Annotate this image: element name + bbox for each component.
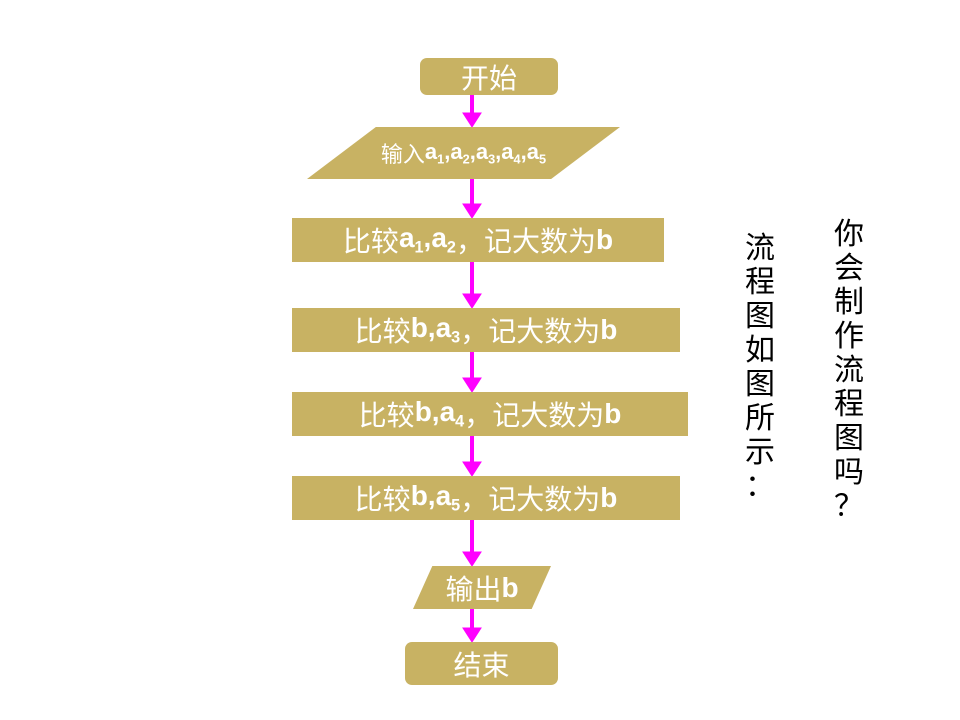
- step1-prefix: 比较: [342, 225, 399, 258]
- output-parallelogram: 输出 b: [413, 566, 551, 609]
- step3-b: b: [604, 398, 622, 429]
- input-prefix: 输入: [380, 143, 425, 168]
- step2-suffix: ，记大数为: [460, 315, 601, 348]
- process-compare-a1-a2: 比较 a1,a2 ，记大数为 b: [292, 218, 664, 262]
- flow-arrow-head: [462, 293, 482, 309]
- step3-vars: b,a4: [414, 396, 465, 431]
- answer-char: 示: [745, 435, 775, 470]
- answer-char: 所: [745, 401, 775, 436]
- step4-vars: b,a5: [410, 480, 461, 515]
- step1-b: b: [595, 224, 614, 255]
- answer-char: ：: [745, 469, 775, 504]
- question-char: 制: [834, 285, 864, 320]
- step2-vars: b,a3: [410, 312, 461, 347]
- answer-vertical-text: 流程图如图所示：: [742, 232, 778, 504]
- step3-prefix: 比较: [358, 399, 415, 432]
- answer-char: 程: [745, 265, 775, 300]
- start-label: 开始: [460, 61, 517, 95]
- end-label: 结束: [453, 648, 510, 682]
- answer-char: 流: [745, 231, 775, 266]
- step1-vars: a1,a2: [398, 222, 456, 257]
- step4-b: b: [600, 482, 618, 513]
- flow-arrow-head: [462, 627, 482, 643]
- process-compare-b-a3: 比较 b,a3 ，记大数为 b: [292, 308, 680, 352]
- step2-b: b: [600, 314, 618, 345]
- step4-prefix: 比较: [354, 483, 411, 516]
- answer-char: 图: [745, 367, 775, 402]
- question-char: 作: [834, 319, 864, 354]
- step1-suffix: ，记大数为: [455, 225, 596, 258]
- process-compare-b-a4: 比较 b,a4 ，记大数为 b: [292, 392, 688, 436]
- output-prefix: 输出: [445, 572, 502, 606]
- flow-arrow-head: [462, 461, 482, 477]
- question-char: 图: [834, 421, 864, 456]
- question-char: 你: [834, 217, 864, 252]
- question-char: 程: [834, 387, 864, 422]
- flow-arrow-head: [462, 112, 482, 128]
- question-char: 会: [834, 251, 864, 286]
- input-var-a1: a1,a2,a3,a4,a5: [424, 139, 547, 167]
- answer-char: 图: [745, 299, 775, 334]
- step2-prefix: 比较: [354, 315, 411, 348]
- flow-arrow-head: [462, 377, 482, 393]
- flow-arrow-head: [462, 551, 482, 567]
- answer-char: 如: [745, 333, 775, 368]
- question-char: 流: [834, 353, 864, 388]
- start-terminal: 开始: [420, 58, 558, 95]
- question-vertical-text: 你会制作流程图吗？: [831, 218, 867, 524]
- question-char: ？: [834, 489, 864, 524]
- step3-suffix: ，记大数为: [464, 399, 605, 432]
- output-var: b: [501, 571, 519, 603]
- step4-suffix: ，记大数为: [460, 483, 601, 516]
- process-compare-b-a5: 比较 b,a5 ，记大数为 b: [292, 476, 680, 520]
- flow-arrow-head: [462, 203, 482, 219]
- end-terminal: 结束: [405, 642, 558, 685]
- question-char: 吗: [834, 455, 864, 490]
